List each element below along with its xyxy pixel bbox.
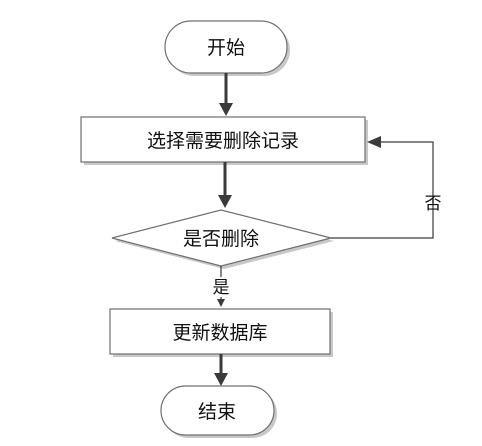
update-database-label: 更新数据库 xyxy=(172,322,267,344)
end-node: 结束 xyxy=(160,385,277,438)
decision-label: 是否删除 xyxy=(183,228,259,250)
start-node-label: 开始 xyxy=(207,37,245,59)
arrow-select-to-decision xyxy=(218,162,232,208)
arrow-start-to-select xyxy=(219,73,233,116)
arrow-update-to-end xyxy=(214,354,228,386)
select-record-label: 选择需要删除记录 xyxy=(147,130,299,152)
edge-label-yes-backdrop xyxy=(208,277,234,297)
decision-node: 是否删除 xyxy=(111,209,334,269)
end-node-label: 结束 xyxy=(198,401,236,423)
arrow-no-loop xyxy=(331,136,434,239)
select-record-node: 选择需要删除记录 xyxy=(80,116,368,165)
update-database-node: 更新数据库 xyxy=(109,308,333,357)
edge-label-yes: 是 xyxy=(213,278,230,298)
edge-label-no: 否 xyxy=(425,194,442,214)
start-node: 开始 xyxy=(164,20,290,76)
